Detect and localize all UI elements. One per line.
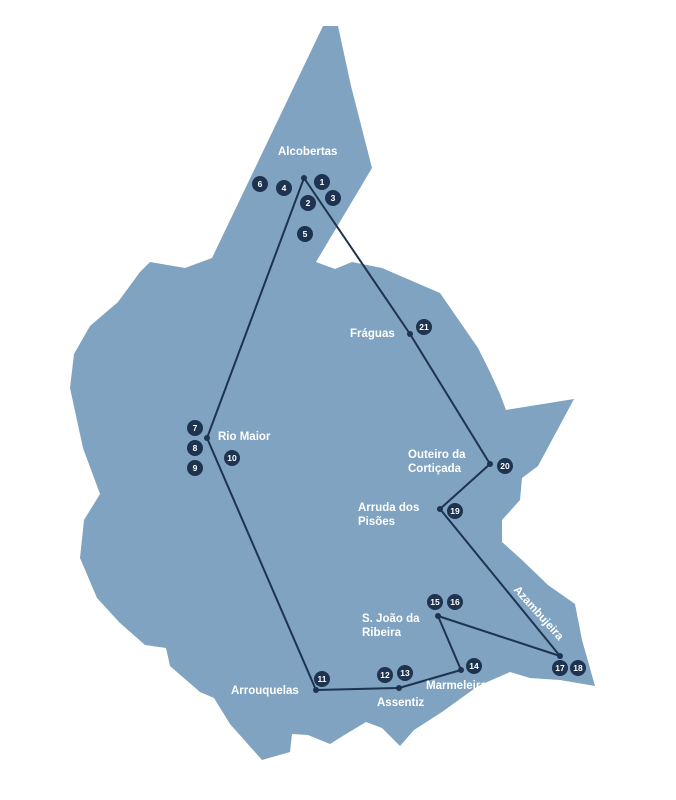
label-sjoao-2: Ribeira	[362, 627, 402, 639]
svg-text:6: 6	[258, 179, 263, 189]
stop-badge-1: 1	[314, 174, 330, 190]
stop-badge-16: 16	[447, 594, 463, 610]
label-rio-maior: Rio Maior	[218, 431, 271, 443]
stop-badges: 1 2 3 4 5 6 7 8 9 10 11 12 13 14 15 16 1…	[187, 174, 586, 687]
dot-fraguas	[407, 331, 413, 337]
stop-badge-13: 13	[397, 665, 413, 681]
stop-badge-5: 5	[297, 226, 313, 242]
label-marmeleira: Marmeleira	[426, 680, 487, 692]
svg-text:14: 14	[469, 661, 479, 671]
label-sjoao-1: S. João da	[362, 613, 420, 625]
stop-badge-18: 18	[570, 660, 586, 676]
label-alcobertas: Alcobertas	[278, 146, 337, 158]
stop-badge-9: 9	[187, 460, 203, 476]
svg-text:5: 5	[303, 229, 308, 239]
stop-badge-20: 20	[497, 458, 513, 474]
svg-text:17: 17	[555, 663, 565, 673]
stop-badge-17: 17	[552, 660, 568, 676]
svg-text:20: 20	[500, 461, 510, 471]
svg-text:2: 2	[306, 198, 311, 208]
stop-badge-12: 12	[377, 667, 393, 683]
label-outeiro-1: Outeiro da	[408, 449, 466, 461]
label-arrouquelas: Arrouquelas	[231, 685, 299, 697]
dot-arruda	[437, 506, 443, 512]
dot-outeiro	[487, 461, 493, 467]
label-arruda-2: Pisões	[358, 516, 395, 528]
stop-badge-7: 7	[187, 420, 203, 436]
label-outeiro-2: Cortiçada	[408, 463, 462, 475]
stop-badge-10: 10	[224, 450, 240, 466]
svg-text:1: 1	[320, 177, 325, 187]
svg-text:7: 7	[193, 423, 198, 433]
stop-badge-4: 4	[276, 180, 292, 196]
dot-azambujeira	[557, 653, 563, 659]
dot-arrouquelas	[313, 687, 319, 693]
stop-badge-6: 6	[252, 176, 268, 192]
svg-text:8: 8	[193, 443, 198, 453]
svg-text:16: 16	[450, 597, 460, 607]
stop-badge-19: 19	[447, 503, 463, 519]
label-assentiz: Assentiz	[377, 697, 425, 709]
svg-text:12: 12	[380, 670, 390, 680]
place-dots	[204, 175, 563, 693]
stop-badge-3: 3	[325, 190, 341, 206]
dot-marmeleira	[458, 667, 464, 673]
svg-text:9: 9	[193, 463, 198, 473]
svg-text:3: 3	[331, 193, 336, 203]
stop-badge-21: 21	[416, 319, 432, 335]
svg-text:11: 11	[318, 674, 327, 684]
svg-text:13: 13	[400, 668, 410, 678]
svg-text:21: 21	[419, 322, 429, 332]
svg-text:19: 19	[450, 506, 460, 516]
dot-rio-maior	[204, 435, 210, 441]
dot-alcobertas	[301, 175, 307, 181]
svg-text:18: 18	[573, 663, 583, 673]
label-arruda-1: Arruda dos	[358, 502, 419, 514]
dot-sjoao	[435, 613, 441, 619]
dot-assentiz	[396, 685, 402, 691]
svg-text:15: 15	[430, 597, 440, 607]
stop-badge-2: 2	[300, 195, 316, 211]
region-shape	[70, 26, 595, 760]
stop-badge-8: 8	[187, 440, 203, 456]
stop-badge-11: 11	[314, 671, 330, 687]
label-fraguas: Fráguas	[350, 328, 395, 340]
svg-text:4: 4	[282, 183, 287, 193]
stop-badge-15: 15	[427, 594, 443, 610]
stop-badge-14: 14	[466, 658, 482, 674]
svg-text:10: 10	[227, 453, 237, 463]
